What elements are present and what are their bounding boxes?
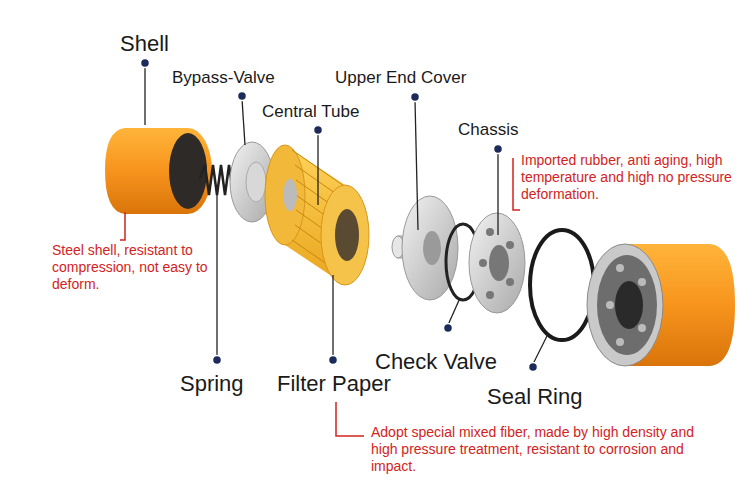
seal-ring-drawing bbox=[530, 230, 594, 340]
note-brackets bbox=[120, 158, 520, 436]
part-name: Filter Paper bbox=[277, 371, 391, 396]
feature-note: Imported rubber, anti aging, high temper… bbox=[521, 152, 733, 203]
part-name: Spring bbox=[180, 371, 244, 396]
part-name: Seal Ring bbox=[487, 384, 582, 409]
filter-element-drawing bbox=[265, 145, 369, 285]
leader-lines bbox=[145, 66, 548, 364]
shell-drawing bbox=[105, 128, 212, 214]
part-name: Bypass-Valve bbox=[172, 68, 275, 88]
leader-dots bbox=[141, 59, 538, 372]
part-name: Central Tube bbox=[262, 102, 359, 122]
part-name: Check Valve bbox=[375, 349, 497, 374]
part-name: Shell bbox=[120, 31, 169, 56]
part-name: Upper End Cover bbox=[335, 68, 466, 88]
part-name: Chassis bbox=[458, 120, 518, 140]
chassis-drawing bbox=[469, 213, 525, 313]
feature-note: Steel shell, resistant to compression, n… bbox=[52, 242, 224, 293]
filter-assembly-drawing bbox=[587, 244, 735, 366]
feature-note: Adopt special mixed fiber, made by high … bbox=[371, 424, 701, 475]
